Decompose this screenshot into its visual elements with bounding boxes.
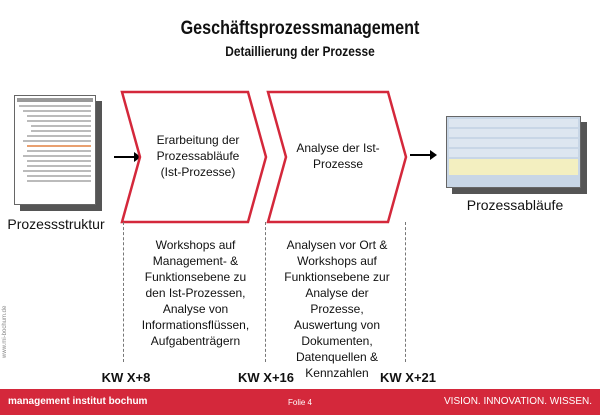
milestone-divider bbox=[123, 222, 124, 362]
milestone-divider bbox=[405, 222, 406, 362]
slide-title: Geschäftsprozessmanagement bbox=[180, 18, 420, 39]
footer-bar: management institut bochum Folie 4 VISIO… bbox=[0, 389, 600, 415]
footer-brand: management institut bochum bbox=[8, 396, 148, 407]
chevron-step-2 bbox=[266, 90, 408, 224]
process-structure-label: Prozessstruktur bbox=[7, 216, 105, 232]
side-url: www.mi-bochum.de bbox=[2, 305, 8, 358]
step-2-title: Analyse der Ist-Prozesse bbox=[296, 141, 380, 171]
process-flows-label: Prozessabläufe bbox=[466, 197, 564, 213]
milestone-2: KW X+16 bbox=[238, 370, 294, 385]
slide-subtitle: Detaillierung der Prozesse bbox=[225, 43, 375, 59]
arrow-icon bbox=[114, 152, 141, 162]
step-1-description: Workshops auf Management- & Funktionsebe… bbox=[141, 238, 250, 348]
step-1-title: Erarbeitung der Prozessabläufe (Ist-Proz… bbox=[156, 133, 240, 179]
milestone-1: KW X+8 bbox=[101, 370, 151, 385]
step-2-description: Analysen vor Ort & Workshops auf Funktio… bbox=[284, 238, 390, 380]
slide-number: Folie 4 bbox=[287, 398, 312, 407]
milestone-divider bbox=[265, 222, 266, 362]
process-flow-thumbnail bbox=[446, 116, 581, 188]
footer-slogan: VISION. INNOVATION. WISSEN. bbox=[444, 396, 592, 407]
chevron-step-1 bbox=[120, 90, 268, 224]
milestone-3: KW X+21 bbox=[380, 370, 436, 385]
arrow-icon bbox=[410, 150, 437, 160]
process-structure-thumbnail bbox=[14, 95, 96, 205]
